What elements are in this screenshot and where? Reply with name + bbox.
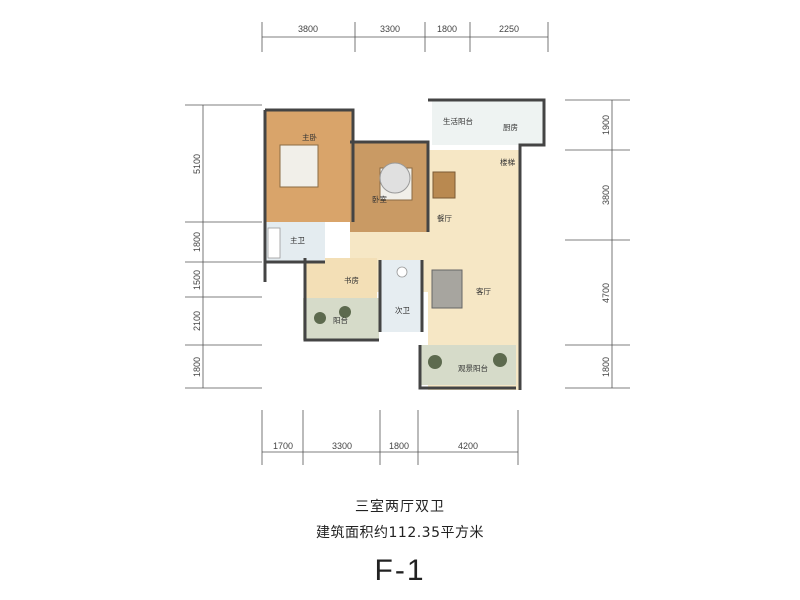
layout-caption: 三室两厅双卫 [355,499,445,515]
room-label-view-balcony: 观景阳台 [458,363,488,373]
dim-left-4: 2100 [192,311,202,331]
area-caption: 建筑面积约112.35平方米 [316,525,484,541]
rug-icon [379,162,411,194]
room-label-living: 客厅 [476,286,491,296]
toilet-icon [396,266,408,278]
room-label-master-bath: 主卫 [290,235,305,245]
balcony-chair-icon [339,306,351,318]
dim-left-5: 1800 [192,357,202,377]
view-balcony-plant-icon [428,355,442,369]
room-labels: 主卧 卧室 书房 主卫 次卫 厨房 生活阳台 餐厅 客厅 楼梯 阳台 观景阳台 [290,116,518,373]
dim-left-1: 5100 [192,154,202,174]
dimension-lines [185,22,630,465]
view-balcony-plant-icon [493,353,507,367]
walls [263,98,546,390]
dim-bottom-2: 3300 [332,441,352,451]
unit-caption: F-1 [374,554,426,587]
dim-bottom-4: 4200 [458,441,478,451]
dim-top-2: 3300 [380,24,400,34]
room-label-kitchen: 厨房 [503,122,518,132]
dim-top-4: 2250 [499,24,519,34]
dim-bottom-1: 1700 [273,441,293,451]
balcony-chair-icon [314,312,326,324]
room-label-service-balcony: 生活阳台 [443,116,473,126]
dimension-labels: 3800 3300 1800 2250 1700 3300 1800 4200 … [192,24,611,451]
dim-left-3: 1500 [192,270,202,290]
dim-left-2: 1800 [192,232,202,252]
dim-top-3: 1800 [437,24,457,34]
bathtub-icon [267,227,281,259]
master-bed-icon [279,144,319,188]
dim-right-2: 3800 [601,185,611,205]
room-label-study: 书房 [344,275,359,285]
room-label-stairs: 楼梯 [500,157,515,167]
dim-right-3: 4700 [601,283,611,303]
furniture [267,144,507,369]
room-label-balcony: 阳台 [333,315,348,325]
study-floor [305,258,377,298]
dim-top-1: 3800 [298,24,318,34]
dim-bottom-3: 1800 [389,441,409,451]
sofa-icon [431,269,463,309]
room-label-guest-bath: 次卫 [395,305,410,315]
room-label-master-bedroom: 主卧 [302,132,317,142]
kitchen-floor [432,100,544,145]
dim-right-1: 1900 [601,115,611,135]
room-label-dining: 餐厅 [437,214,452,223]
dining-table-icon [432,171,456,199]
room-floors [265,100,544,390]
dim-right-4: 1800 [601,357,611,377]
room-label-secondary-bedroom: 卧室 [372,194,387,204]
